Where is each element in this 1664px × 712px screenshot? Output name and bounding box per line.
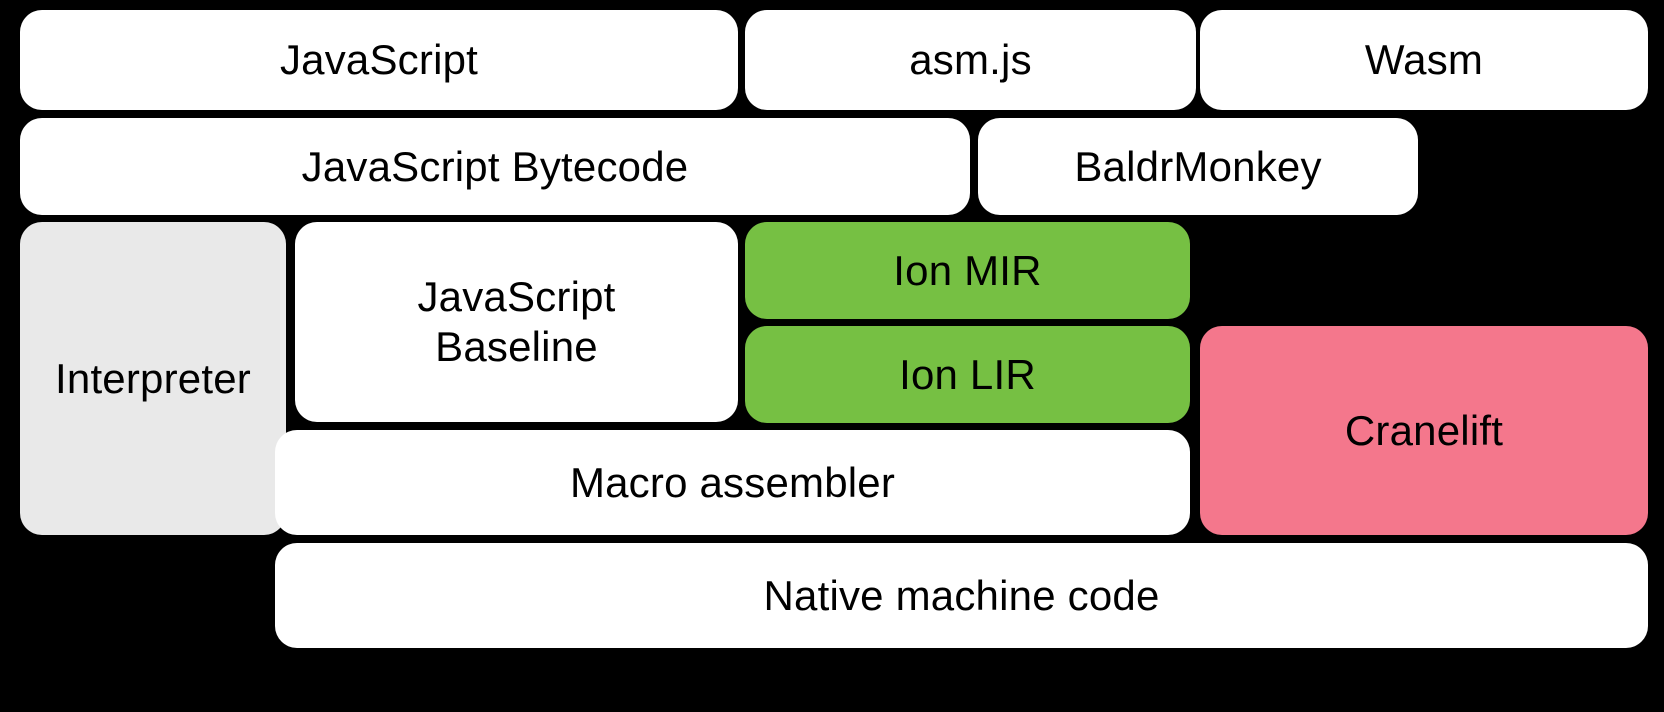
node-interpreter[interactable]: Interpreter: [20, 222, 286, 535]
node-ion-lir[interactable]: Ion LIR: [745, 326, 1190, 423]
node-baldrmonkey[interactable]: BaldrMonkey: [978, 118, 1418, 215]
node-asm-js[interactable]: asm.js: [745, 10, 1196, 110]
node-ion-mir[interactable]: Ion MIR: [745, 222, 1190, 319]
node-javascript[interactable]: JavaScript: [20, 10, 738, 110]
node-macro-assembler[interactable]: Macro assembler: [275, 430, 1190, 535]
node-wasm[interactable]: Wasm: [1200, 10, 1648, 110]
node-javascript-bytecode[interactable]: JavaScript Bytecode: [20, 118, 970, 215]
node-native-machine-code[interactable]: Native machine code: [275, 543, 1648, 648]
node-javascript-baseline[interactable]: JavaScript Baseline: [295, 222, 738, 422]
node-cranelift[interactable]: Cranelift: [1200, 326, 1648, 535]
